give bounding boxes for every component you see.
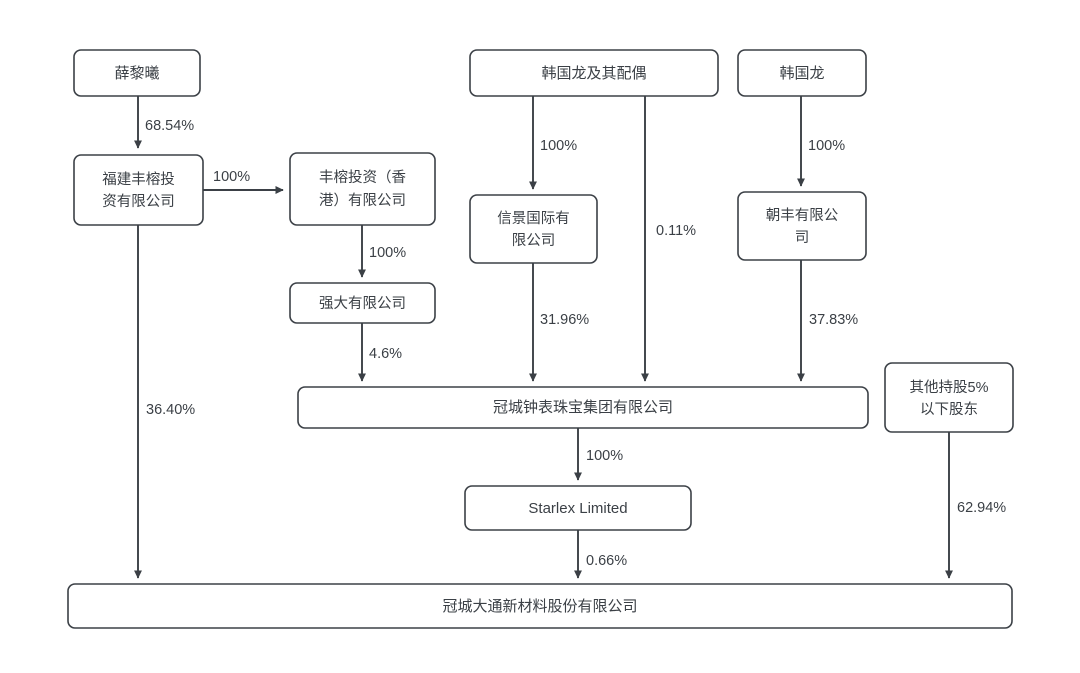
node-box-starlex-limited[interactable] bbox=[464, 485, 692, 531]
edge-label-37-83: 37.83% bbox=[809, 312, 858, 328]
node-label-fengrong-hk-line2: 港）有限公司 bbox=[319, 192, 406, 209]
edge-han-spouse-to-group: 0.11% bbox=[640, 96, 696, 382]
edge-others-to-listco: 62.94% bbox=[944, 432, 1006, 579]
node-qiangda-limited[interactable]: 强大有限公司 bbox=[289, 282, 436, 324]
edge-label-0-11: 0.11% bbox=[656, 223, 696, 239]
node-box-xinjing-international[interactable] bbox=[469, 194, 598, 264]
node-guancheng-datong-new-materials[interactable]: 冠城大通新材料股份有限公司 bbox=[67, 583, 1013, 629]
node-label-xinjing-line1: 信景国际有 bbox=[497, 210, 570, 227]
node-box-qiangda-limited[interactable] bbox=[289, 282, 436, 324]
node-label-guancheng-datong-new-materials: 冠城大通新材料股份有限公司 bbox=[442, 598, 637, 615]
edge-han-to-chaofeng: 100% bbox=[796, 96, 845, 187]
edge-han-spouse-to-xinjing: 100% bbox=[528, 96, 577, 190]
edge-fujian-to-fengrong-hk: 100% bbox=[203, 169, 284, 195]
node-fujian-fengrong-investment[interactable]: 福建丰榕投 资有限公司 bbox=[73, 154, 204, 226]
node-box-han-guolong-and-spouse[interactable] bbox=[469, 49, 719, 97]
edge-label-0-66: 0.66% bbox=[586, 553, 627, 569]
node-label-han-guolong-and-spouse: 韩国龙及其配偶 bbox=[541, 65, 646, 82]
node-box-chaofeng-limited[interactable] bbox=[737, 191, 867, 261]
node-other-shareholders-under-5pct[interactable]: 其他持股5% 以下股东 bbox=[884, 362, 1014, 433]
edge-label-100-fujian-hk: 100% bbox=[213, 169, 250, 185]
node-label-qiangda-limited: 强大有限公司 bbox=[319, 295, 406, 312]
node-han-guolong[interactable]: 韩国龙 bbox=[737, 49, 867, 97]
edge-label-100-group-starlex: 100% bbox=[586, 448, 623, 464]
node-label-fengrong-hk-line1: 丰榕投资（香 bbox=[319, 169, 406, 186]
edge-fujian-to-listco: 36.40% bbox=[133, 225, 195, 579]
node-label-others-line2: 以下股东 bbox=[920, 401, 978, 418]
node-fengrong-investment-hk[interactable]: 丰榕投资（香 港）有限公司 bbox=[289, 152, 436, 226]
node-box-guancheng-watch-jewelry-group[interactable] bbox=[297, 386, 869, 429]
edge-label-68-54: 68.54% bbox=[145, 118, 194, 134]
node-starlex-limited[interactable]: Starlex Limited bbox=[464, 485, 692, 531]
node-label-fujian-line1: 福建丰榕投 bbox=[102, 171, 175, 188]
edge-label-100-han-chaofeng: 100% bbox=[808, 138, 845, 154]
node-xinjing-international[interactable]: 信景国际有 限公司 bbox=[469, 194, 598, 264]
edge-label-31-96: 31.96% bbox=[540, 312, 589, 328]
edge-label-100-hk-qiangda: 100% bbox=[369, 245, 406, 261]
edge-chaofeng-to-group: 37.83% bbox=[796, 260, 858, 382]
node-label-chaofeng-line1: 朝丰有限公 bbox=[766, 207, 839, 224]
node-label-others-line1: 其他持股5% bbox=[910, 379, 989, 396]
node-xue-lixi[interactable]: 薛黎曦 bbox=[73, 49, 201, 97]
edge-label-100-hanspouse-xinjing: 100% bbox=[540, 138, 577, 154]
edge-label-36-40: 36.40% bbox=[146, 402, 195, 418]
node-label-chaofeng-line2: 司 bbox=[795, 230, 810, 246]
node-label-xue-lixi: 薛黎曦 bbox=[114, 65, 159, 82]
edge-starlex-to-listco: 0.66% bbox=[573, 530, 627, 579]
node-label-starlex-limited: Starlex Limited bbox=[528, 500, 627, 517]
node-box-xue-lixi[interactable] bbox=[73, 49, 201, 97]
edge-label-4-6: 4.6% bbox=[369, 346, 402, 362]
edge-xue-to-fujian: 68.54% bbox=[133, 96, 194, 149]
node-guancheng-watch-jewelry-group[interactable]: 冠城钟表珠宝集团有限公司 bbox=[297, 386, 869, 429]
edge-xinjing-to-group: 31.96% bbox=[528, 263, 589, 382]
node-box-han-guolong[interactable] bbox=[737, 49, 867, 97]
node-box-guancheng-datong-new-materials[interactable] bbox=[67, 583, 1013, 629]
node-label-xinjing-line2: 限公司 bbox=[512, 232, 556, 249]
node-han-guolong-and-spouse[interactable]: 韩国龙及其配偶 bbox=[469, 49, 719, 97]
node-box-other-shareholders-under-5pct[interactable] bbox=[884, 362, 1014, 433]
node-label-guancheng-watch-jewelry-group: 冠城钟表珠宝集团有限公司 bbox=[493, 399, 673, 416]
node-label-fujian-line2: 资有限公司 bbox=[102, 193, 175, 210]
node-label-han-guolong: 韩国龙 bbox=[779, 65, 824, 82]
edge-label-62-94: 62.94% bbox=[957, 500, 1006, 516]
edge-group-to-starlex: 100% bbox=[573, 428, 623, 481]
node-chaofeng-limited[interactable]: 朝丰有限公 司 bbox=[737, 191, 867, 261]
edge-fengrong-hk-to-qiangda: 100% bbox=[357, 225, 406, 278]
node-box-fujian-fengrong-investment[interactable] bbox=[73, 154, 204, 226]
node-box-fengrong-investment-hk[interactable] bbox=[289, 152, 436, 226]
edge-qiangda-to-group: 4.6% bbox=[357, 323, 402, 382]
